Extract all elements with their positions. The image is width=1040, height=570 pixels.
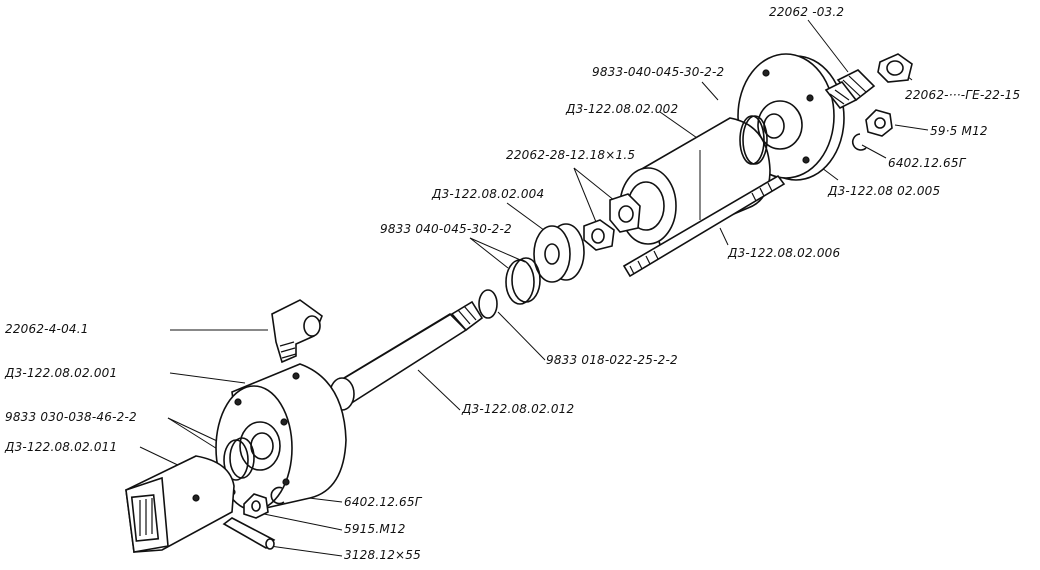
nut-right [865, 109, 893, 137]
label-angle-fitting-left: 22062-4-04.1 [5, 322, 89, 336]
label-fitting-top: 22062 -03.2 [769, 5, 845, 19]
label-clevis: Д3-122.08.02.011 [5, 440, 118, 454]
tie-rod [622, 174, 786, 278]
label-middle-fitting: 22062-28-12.18×1.5 [506, 148, 636, 162]
spring-washer-left [270, 486, 285, 505]
label-right-flange: Д3-122.08 02.005 [828, 184, 941, 198]
label-nut-left: 5915.М12 [344, 522, 406, 536]
ring-nut-top [877, 53, 913, 83]
angle-fitting-top [824, 69, 876, 110]
label-o-ring-small: 9833 018-022-25-2-2 [546, 353, 678, 367]
leader-lines [139, 19, 929, 557]
label-spring-washer-left: 6402.12.65Г [344, 495, 422, 509]
angle-fitting-left [271, 299, 323, 364]
label-spring-washer-right: 6402.12.65Г [888, 156, 966, 170]
o-ring-left [223, 437, 255, 481]
piston-rod [329, 300, 484, 411]
o-ring-small [478, 289, 498, 319]
bushing [533, 223, 585, 283]
label-pin: 3128.12×55 [344, 548, 421, 562]
label-o-ring-middle: 9833 040-045-30-2-2 [380, 222, 512, 236]
o-ring-middle [505, 257, 541, 305]
nut-left [243, 493, 269, 519]
label-ring-nut: 22062-···-ГЕ-22-15 [905, 88, 1021, 102]
o-ring-upper [739, 115, 768, 165]
label-cylinder-body: Д3-122.08.02.002 [566, 102, 679, 116]
label-nut-right: 59·5 М12 [930, 124, 988, 138]
label-piston-rod: Д3-122.08.02.012 [462, 402, 575, 416]
middle-fitting [583, 193, 641, 251]
label-o-ring-upper: 9833-040-045-30-2-2 [592, 65, 725, 79]
clevis [125, 455, 235, 553]
label-left-head: Д3-122.08.02.001 [5, 366, 118, 380]
left-head [215, 363, 347, 513]
label-o-ring-left: 9833 030-038-46-2-2 [5, 410, 137, 424]
spring-washer-right [851, 133, 867, 151]
label-tie-rod: Д3-122.08.02.006 [728, 246, 841, 260]
pin [222, 517, 276, 550]
label-bushing: Д3-122.08.02.004 [432, 187, 545, 201]
